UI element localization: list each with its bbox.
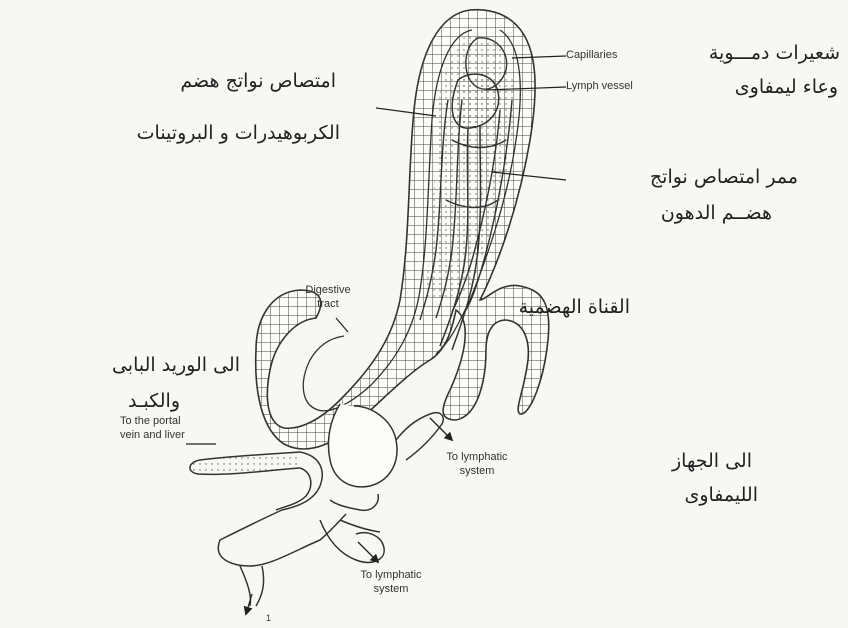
label-lymphatic-system-2: To lymphatic system: [346, 570, 436, 595]
label-portal-vein: To the portal vein and liver: [120, 416, 185, 441]
label-lymph-vessel: Lymph vessel: [566, 81, 633, 92]
label-ar-portal-1: الى الوريد البابى: [112, 356, 240, 375]
label-lymphatic-system-1: To lymphatic system: [432, 452, 522, 477]
label-lymphatic-1-line-2: system: [432, 466, 522, 477]
label-ar-absorb-carbs-1: امتصاص نواتج هضم: [180, 72, 336, 91]
label-ar-digestive-tract: القناة الهضمية: [519, 298, 630, 317]
label-ar-absorb-carbs-2: الكربوهيدرات و البروتينات: [137, 124, 340, 143]
label-ar-portal-2: والكبـد: [128, 392, 180, 411]
label-digestive-line-2: tract: [300, 299, 356, 310]
label-lymphatic-2-line-2: system: [346, 584, 436, 595]
label-digestive-tract: Digestive tract: [300, 285, 356, 310]
label-lymphatic-2-line-1: To lymphatic: [346, 570, 436, 581]
label-ar-lymph-vessel: وعاء ليمفاوى: [735, 78, 838, 97]
label-portal-line-2: vein and liver: [120, 430, 185, 441]
label-ar-capillaries: شعيرات دمـــوية: [709, 44, 840, 63]
label-ar-lymph-sys-1: الى الجهاز: [672, 452, 752, 471]
label-digestive-line-1: Digestive: [300, 285, 356, 296]
label-lymphatic-1-line-1: To lymphatic: [432, 452, 522, 463]
label-portal-line-1: To the portal: [120, 416, 185, 427]
label-ar-fat-path-2: هضــم الدهون: [661, 204, 772, 223]
label-ar-fat-path-1: ممر امتصاص نواتج: [650, 168, 798, 187]
label-ar-lymph-sys-2: الليمفاوى: [684, 486, 758, 505]
label-capillaries: Capillaries: [566, 50, 617, 61]
page-mark: 1: [266, 614, 271, 623]
